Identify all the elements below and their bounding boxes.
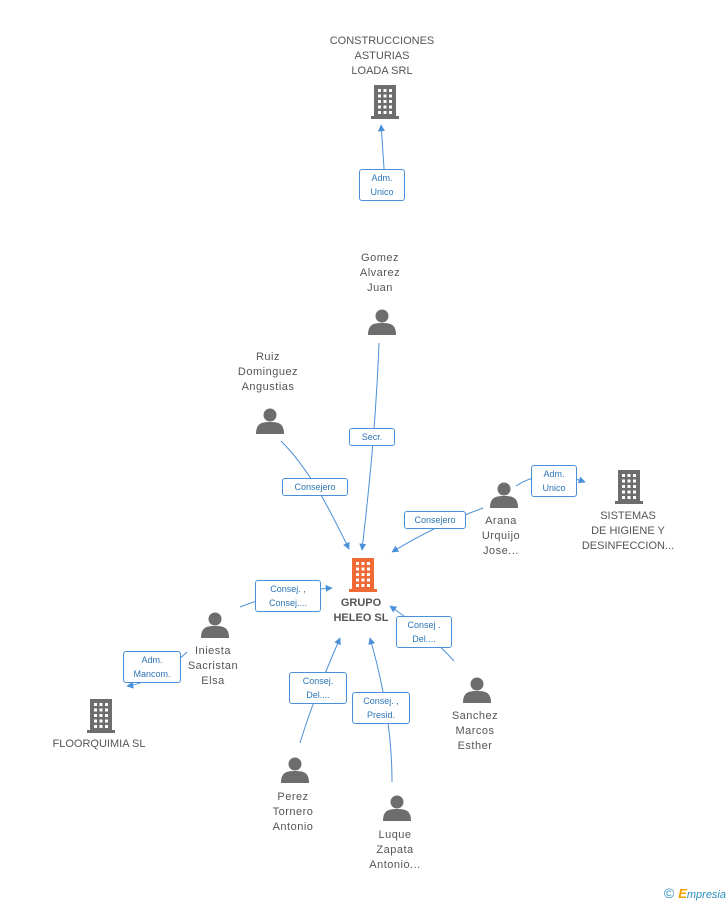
edge-label-iniesta-floorquimia[interactable]: Adm. Mancom. [123, 651, 181, 683]
empresia-logo: ©Empresia [664, 885, 726, 901]
node-label-arana[interactable]: Arana Urquijo Jose... [481, 515, 521, 557]
brand-initial: E [678, 886, 687, 901]
building-icon-sistemas[interactable] [615, 470, 643, 504]
person-icon-gomez[interactable] [368, 309, 396, 336]
node-label-luque[interactable]: Luque Zapata Antonio... [369, 829, 421, 871]
edge-label-iniesta-grupo[interactable]: Consej. , Consej.... [255, 580, 321, 612]
person-icon-sanchez[interactable] [463, 677, 491, 704]
node-label-iniesta[interactable]: Iniesta Sacristan Elsa [187, 645, 239, 687]
building-icon-floorquimia[interactable] [87, 699, 115, 733]
edge-label-sanchez-grupo[interactable]: Consej . Del.... [396, 616, 452, 648]
person-icon-arana[interactable] [490, 482, 518, 509]
person-icon-perez[interactable] [281, 757, 309, 784]
node-label-sanchez[interactable]: Sanchez Marcos Esther [451, 710, 499, 752]
building-icon-construcciones[interactable] [371, 85, 399, 119]
edge-gomez-grupo [359, 342, 380, 551]
node-label-gomez[interactable]: Gomez Alvarez Juan [359, 252, 401, 294]
brand-name: mpresia [686, 889, 726, 901]
edge-label-perez-grupo[interactable]: Consej. Del.... [289, 672, 347, 704]
building-icon-grupo[interactable] [349, 558, 377, 592]
edge-label-luque-grupo[interactable]: Consej. , Presid. [352, 692, 410, 724]
edge-label-arana-grupo[interactable]: Consejero [404, 511, 466, 529]
edge-label-arana-sistemas[interactable]: Adm. Unico [531, 465, 577, 497]
node-label-construcciones[interactable]: CONSTRUCCIONES ASTURIAS LOADA SRL [329, 35, 435, 77]
copyright-symbol: © [663, 885, 675, 901]
node-label-sistemas[interactable]: SISTEMAS DE HIGIENE Y DESINFECCION... [581, 510, 675, 552]
node-label-perez[interactable]: Perez Tornero Antonio [272, 791, 314, 833]
node-label-grupo[interactable]: GRUPO HELEO SL [333, 597, 389, 624]
node-label-ruiz[interactable]: Ruiz Dominguez Angustias [237, 351, 299, 393]
node-label-floorquimia[interactable]: FLOORQUIMIA SL [52, 738, 146, 750]
person-icon-ruiz[interactable] [256, 408, 284, 435]
edge-label-ruiz-grupo[interactable]: Consejero [282, 478, 348, 496]
edge-label-gomez-construcciones[interactable]: Adm. Unico [359, 169, 405, 201]
person-icon-iniesta[interactable] [201, 612, 229, 639]
person-icon-luque[interactable] [383, 795, 411, 822]
edge-label-gomez-grupo[interactable]: Secr. [349, 428, 395, 446]
